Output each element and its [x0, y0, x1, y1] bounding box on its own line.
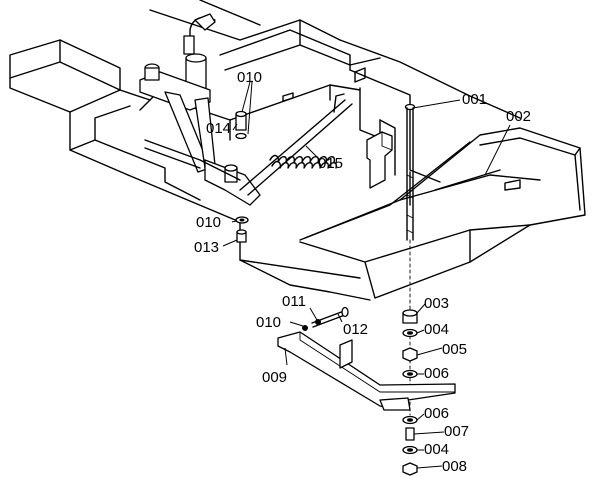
callout-004-lower: 004 — [424, 441, 450, 458]
callout-002: 002 — [506, 108, 532, 125]
callout-012: 012 — [343, 321, 369, 338]
callout-010-arm: 010 — [256, 314, 282, 331]
callout-006-lower: 006 — [424, 405, 450, 422]
callout-009: 009 — [262, 369, 288, 386]
deck-frame — [9, 0, 521, 301]
callout-015: 015 — [318, 155, 344, 172]
callout-004-upper: 004 — [424, 321, 450, 338]
callout-011: 011 — [282, 293, 306, 310]
callout-008: 008 — [442, 458, 468, 475]
callout-001: 001 — [462, 91, 488, 108]
callout-006-upper: 006 — [424, 365, 450, 382]
stack-hardware — [402, 309, 418, 476]
callout-013: 013 — [194, 239, 220, 256]
deck-shell — [299, 127, 586, 299]
linkage-arm — [139, 13, 353, 206]
leader-lines — [222, 81, 511, 469]
spring — [269, 93, 345, 169]
callout-005: 005 — [442, 341, 468, 358]
callout-007: 007 — [444, 423, 470, 440]
callout-014: 014 — [206, 120, 232, 137]
left-hardware — [235, 110, 249, 243]
callout-010-left: 010 — [196, 214, 222, 231]
post-block — [366, 131, 393, 189]
lift-arm — [277, 306, 456, 411]
callout-010-top: 010 — [237, 69, 263, 86]
callout-003: 003 — [424, 295, 450, 312]
